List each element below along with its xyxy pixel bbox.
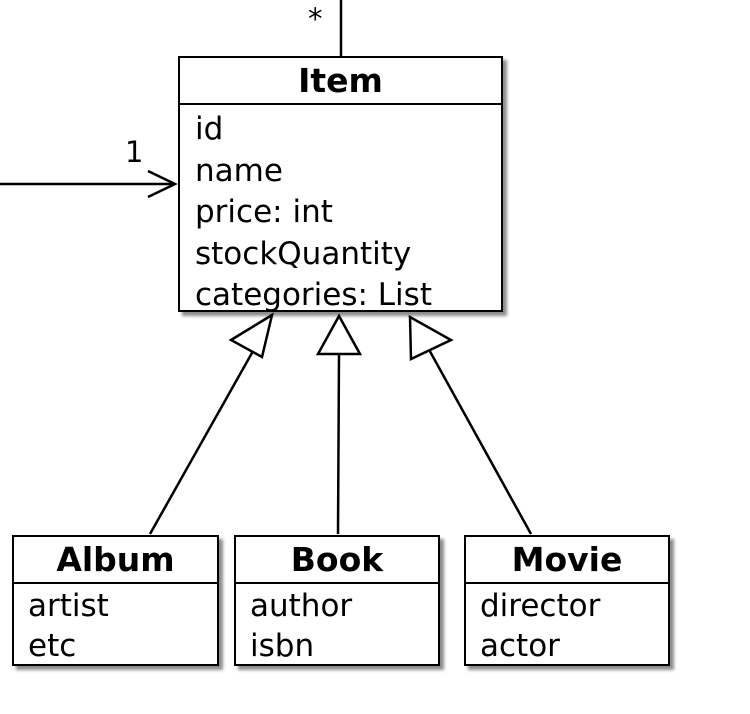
generalization-line-album [148,343,259,535]
album-attribute: artist [28,588,109,624]
movie-class-box: Movie director actor [464,535,670,666]
item-attribute: name [195,152,283,189]
item-attribute: categories: List [195,277,432,313]
generalization-line-movie [425,345,533,535]
movie-attribute: actor [480,628,560,664]
item-class-name: Item [180,58,501,105]
association-arrowhead [147,169,178,199]
book-class-box: Book author isbn [234,535,440,666]
generalization-arrowhead-book [315,313,363,356]
album-class-name: Album [14,537,217,584]
book-class-name: Book [236,537,438,584]
item-attribute: price: int [195,194,333,230]
multiplicity-many-label: * [308,2,323,36]
item-attribute: stockQuantity [195,235,412,272]
book-attribute: author [250,588,353,624]
item-attribute-list: id name price: int stockQuantity categor… [180,105,501,317]
book-attribute: isbn [250,628,315,664]
album-attribute: etc [28,628,77,664]
generalization-arrowhead-album [228,312,274,359]
album-class-box: Album artist etc [12,535,219,666]
movie-attribute-list: director actor [466,584,668,666]
movie-attribute: director [480,588,601,624]
multiplicity-one-label: 1 [125,135,144,169]
book-attribute-list: author isbn [236,584,438,666]
item-class-box: Item id name price: int stockQuantity ca… [178,56,503,313]
generalization-arrowhead-movie [408,314,454,361]
movie-class-name: Movie [466,537,668,584]
item-attribute: id [195,111,224,147]
generalization-line-book [336,353,341,535]
album-attribute-list: artist etc [14,584,217,666]
